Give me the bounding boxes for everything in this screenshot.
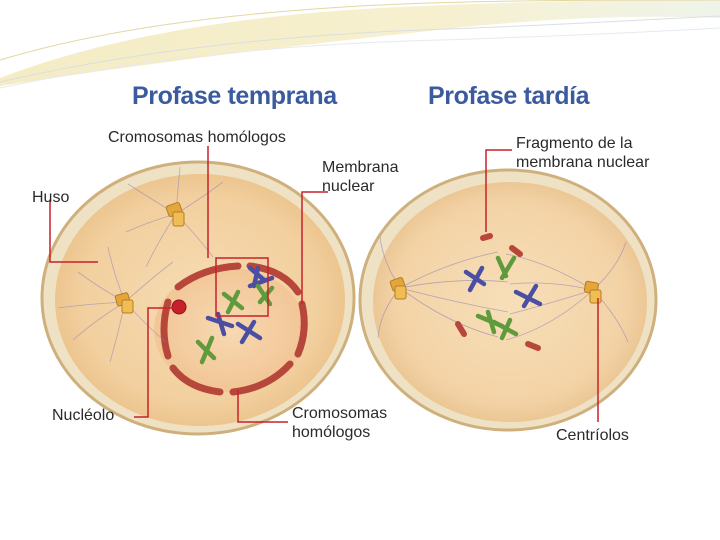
- leader-lines: [49, 146, 599, 423]
- chromosomes-late: [463, 255, 543, 341]
- nucleolus: [171, 299, 187, 315]
- centriole-right-right: [583, 280, 602, 304]
- title-early-prophase: Profase temprana: [132, 82, 337, 110]
- nuclear-membrane-fragments: [455, 233, 541, 351]
- diagram-drawing: [40, 146, 658, 436]
- label-centrioles: Centríolos: [556, 427, 629, 444]
- label-nuclear-membrane-line1: Membrana: [322, 159, 399, 176]
- title-late-prophase: Profase tardía: [428, 82, 590, 110]
- label-chromosomes-bottom: Cromosomas homólogos: [292, 404, 387, 442]
- label-nuclear-membrane: Membrana nuclear: [322, 158, 398, 196]
- label-nuclear-membrane-line2: nuclear: [322, 178, 375, 195]
- label-membrane-fragment-line2: membrana nuclear: [516, 154, 650, 171]
- label-chromosomes-bottom-line2: homólogos: [292, 424, 371, 441]
- centriole-left-mid: [114, 292, 134, 314]
- nuclear-membrane: [160, 262, 308, 396]
- centriole-left-top: [165, 201, 185, 227]
- label-membrane-fragment-line1: Fragmento de la: [516, 135, 633, 152]
- label-spindle: Huso: [32, 189, 70, 206]
- centriole-right-left: [389, 276, 407, 300]
- label-nucleolus: Nucléolo: [52, 407, 115, 424]
- late-prophase-cell: [358, 168, 658, 432]
- spindle-fibers-right: [377, 236, 629, 343]
- prophase-diagram: Profase temprana Profase tardía Cromosom…: [28, 72, 682, 456]
- chromosomes-early: [195, 265, 275, 365]
- early-prophase-cell: [40, 160, 356, 436]
- label-chromosomes-top: Cromosomas homólogos: [108, 129, 286, 146]
- label-membrane-fragment: Fragmento de la membrana nuclear: [516, 134, 649, 172]
- homolog-highlight-box: [215, 257, 269, 317]
- label-chromosomes-bottom-line1: Cromosomas: [292, 405, 388, 422]
